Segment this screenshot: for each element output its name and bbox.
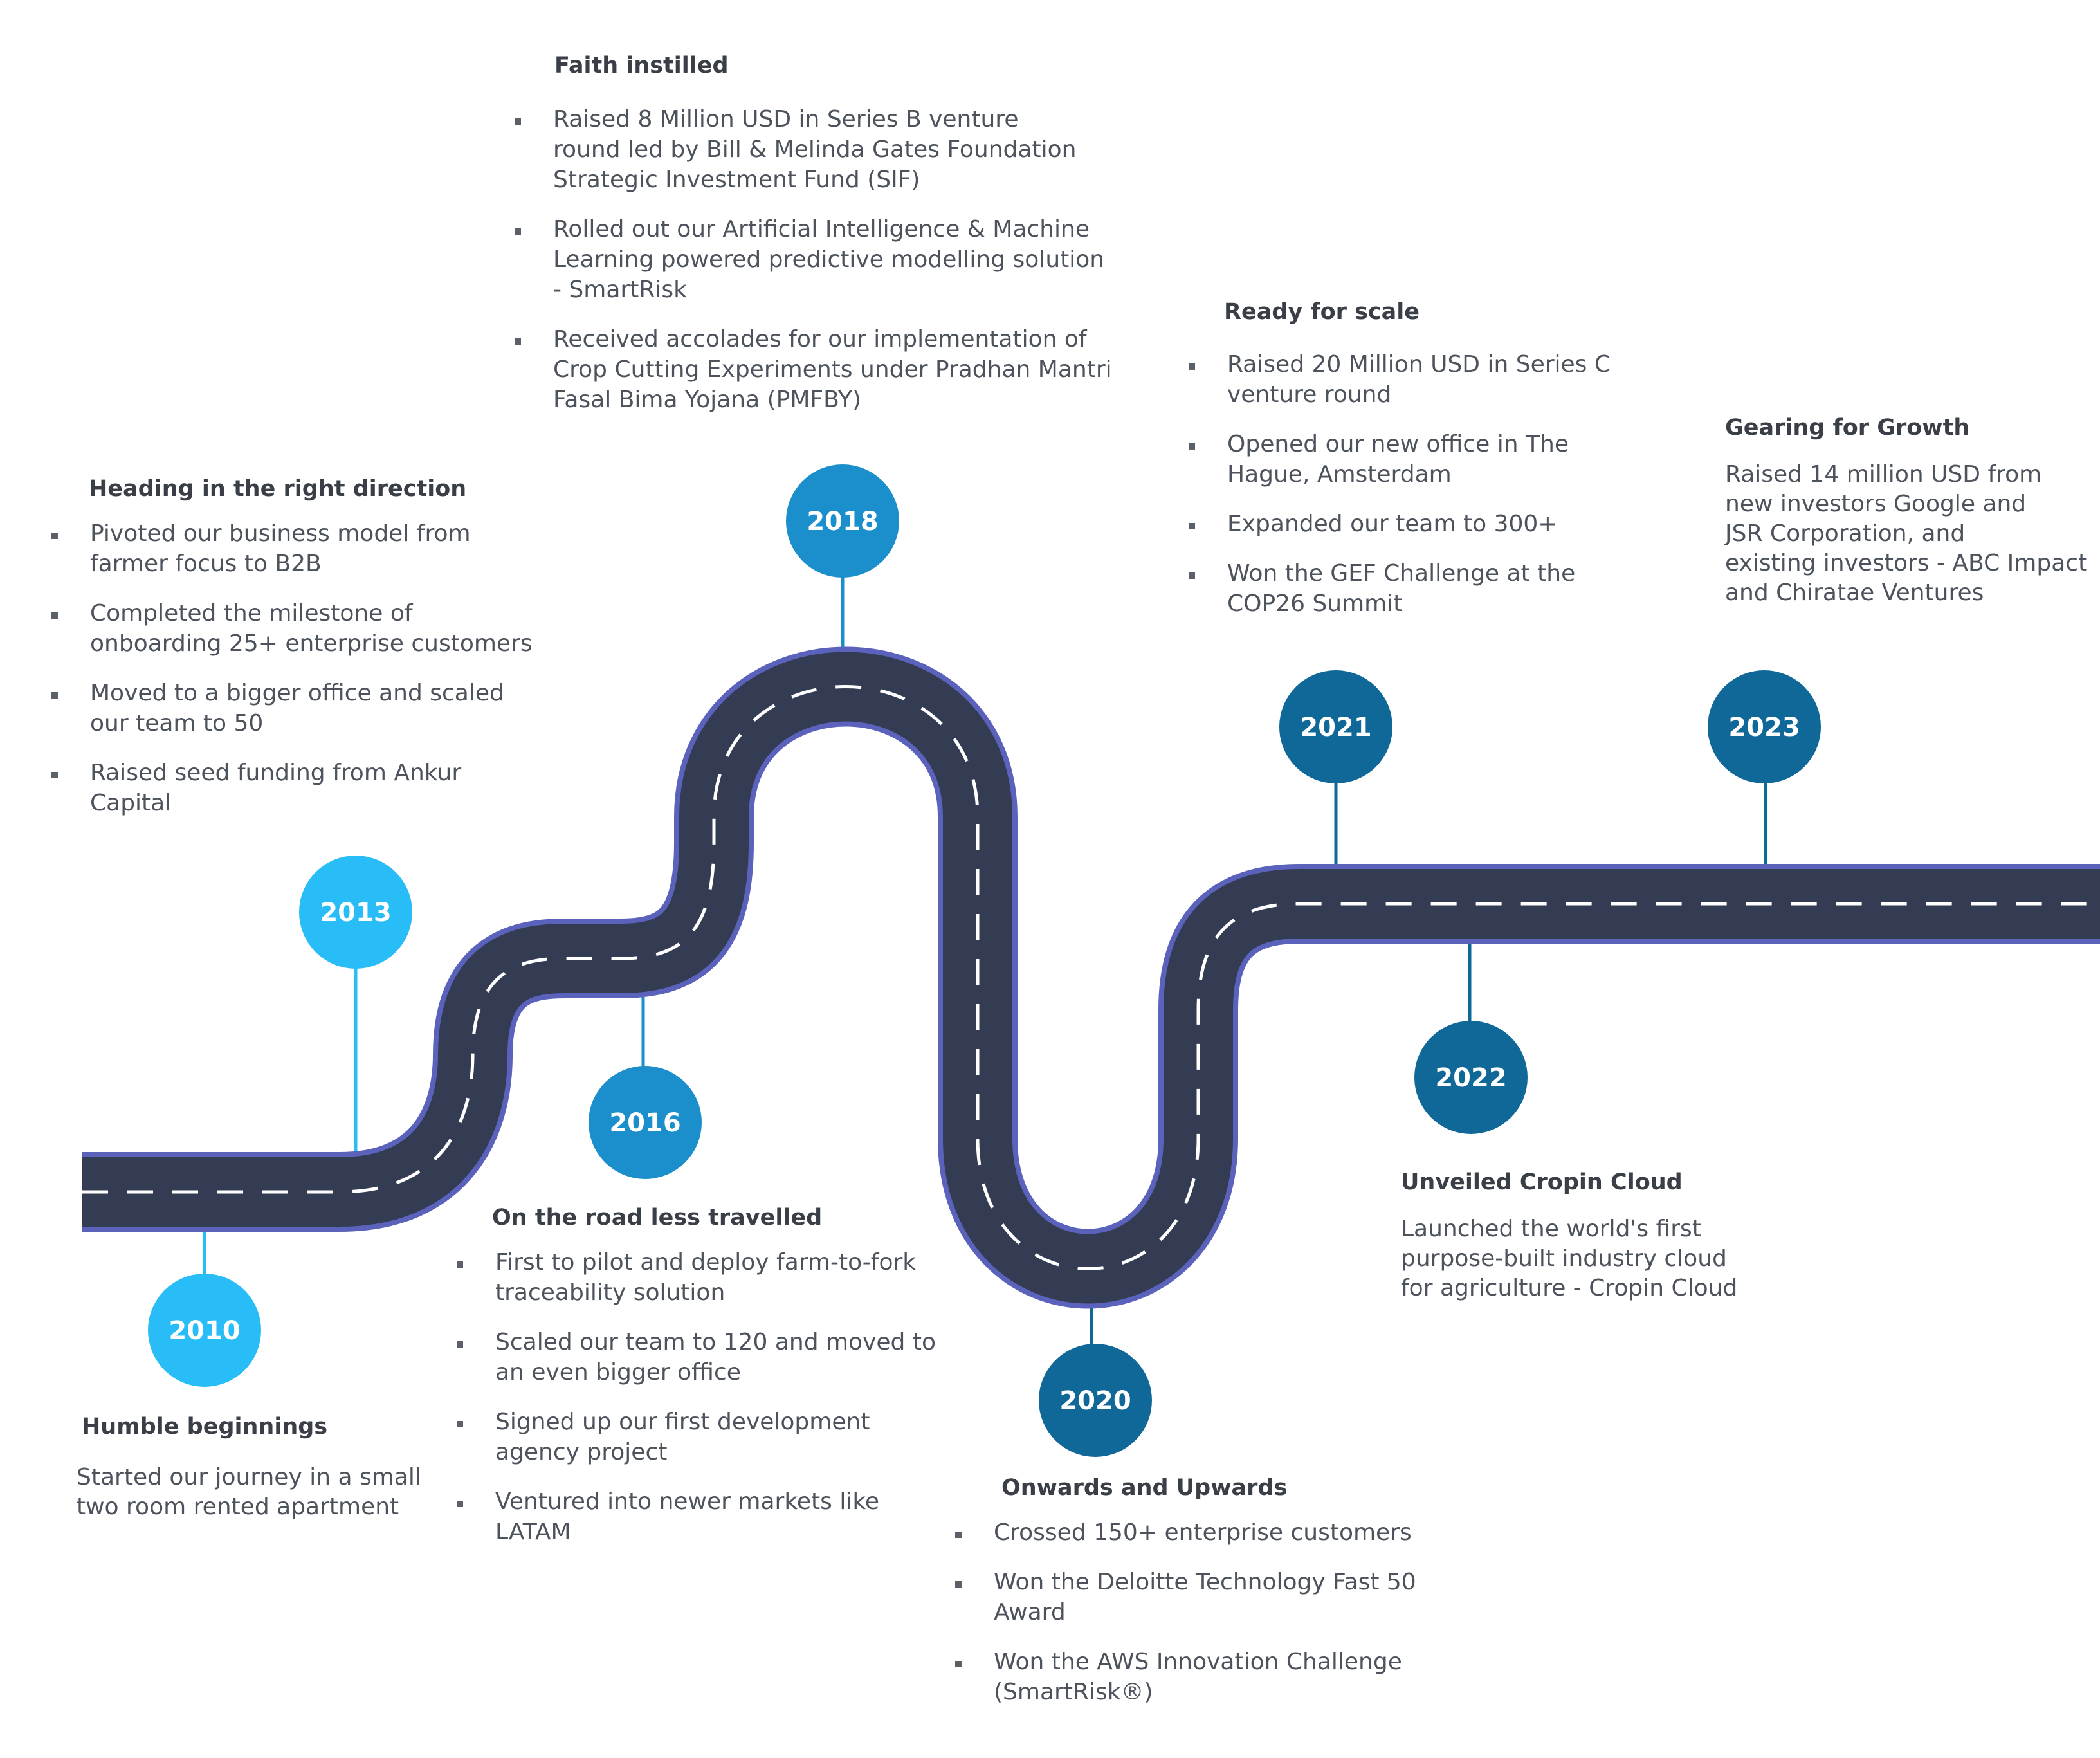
- milestone-list: Raised 20 Million USD in Series C ventur…: [1189, 349, 1611, 619]
- milestone-2022: Unveiled Cropin Cloud Launched the world…: [1401, 1169, 1737, 1303]
- list-item: First to pilot and deploy farm-to-fork t…: [457, 1247, 936, 1308]
- bullet-icon: [1189, 572, 1195, 579]
- milestone-title: Unveiled Cropin Cloud: [1401, 1169, 1683, 1195]
- year-badge-2018: 2018: [786, 464, 899, 578]
- list-item: Opened our new office in The Hague, Amst…: [1189, 429, 1611, 490]
- milestone-2021: Ready for scale Raised 20 Million USD in…: [1189, 299, 1611, 638]
- bullet-icon: [457, 1421, 463, 1427]
- milestone-title: Faith instilled: [554, 53, 729, 78]
- list-item: Raised 20 Million USD in Series C ventur…: [1189, 349, 1611, 410]
- milestone-description: Started our journey in a small two room …: [77, 1464, 421, 1520]
- list-item: Scaled our team to 120 and moved to an e…: [457, 1327, 936, 1387]
- bullet-icon: [457, 1261, 463, 1268]
- milestone-title: Gearing for Growth: [1725, 415, 1970, 441]
- milestone-list: Crossed 150+ enterprise customers Won th…: [955, 1517, 1416, 1707]
- road: [82, 646, 2100, 1309]
- milestone-2023: Gearing for Growth Raised 14 million USD…: [1725, 415, 2087, 608]
- year-text-2023: 2023: [1728, 713, 1800, 742]
- bullet-icon: [515, 338, 521, 345]
- milestone-list: First to pilot and deploy farm-to-fork t…: [457, 1247, 936, 1547]
- milestone-2010: Humble beginnings Started our journey in…: [77, 1414, 421, 1522]
- list-item: Raised 8 Million USD in Series B venture…: [515, 104, 1112, 195]
- bullet-icon: [51, 772, 58, 778]
- list-item: Signed up our first development agency p…: [457, 1407, 936, 1467]
- list-item: Won the GEF Challenge at the COP26 Summi…: [1189, 558, 1611, 619]
- bullet-icon: [1189, 443, 1195, 450]
- list-item: Pivoted our business model from farmer f…: [51, 518, 533, 579]
- bullet-icon: [51, 533, 58, 539]
- milestone-list: Pivoted our business model from farmer f…: [51, 518, 533, 818]
- year-text-2010: 2010: [169, 1316, 240, 1346]
- bullet-icon: [1189, 523, 1195, 529]
- milestone-2020: Onwards and Upwards Crossed 150+ enterpr…: [955, 1475, 1416, 1726]
- milestone-title: Onwards and Upwards: [1001, 1475, 1288, 1501]
- bullet-icon: [955, 1532, 962, 1538]
- bullet-icon: [515, 228, 521, 235]
- list-item: Completed the milestone of onboarding 25…: [51, 598, 533, 659]
- year-badge-2016: 2016: [589, 1066, 702, 1179]
- list-item: Received accolades for our implementatio…: [515, 324, 1112, 415]
- bullet-icon: [51, 692, 58, 699]
- milestone-title: On the road less travelled: [492, 1205, 823, 1231]
- year-text-2016: 2016: [609, 1108, 680, 1138]
- bullet-icon: [955, 1581, 962, 1588]
- bullet-icon: [515, 118, 521, 125]
- year-text-2020: 2020: [1059, 1386, 1131, 1416]
- year-text-2022: 2022: [1435, 1063, 1506, 1093]
- milestone-title: Heading in the right direction: [89, 476, 467, 502]
- list-item: Crossed 150+ enterprise customers: [955, 1517, 1416, 1548]
- year-circle-2023: [1708, 670, 1821, 783]
- year-badge-2023: 2023: [1708, 670, 1821, 783]
- road-surface: [82, 652, 2100, 1304]
- list-item: Won the Deloitte Technology Fast 50 Awar…: [955, 1567, 1416, 1627]
- bullet-icon: [457, 1341, 463, 1348]
- connector-lines: [203, 576, 1767, 1357]
- year-badge-2021: 2021: [1279, 670, 1392, 783]
- list-item: Ventured into newer markets like LATAM: [457, 1487, 936, 1547]
- year-circle-2016: [589, 1066, 702, 1179]
- milestone-description: Launched the world's first purpose-built…: [1401, 1216, 1738, 1301]
- bullet-icon: [1189, 363, 1195, 370]
- bullet-icon: [51, 612, 58, 619]
- list-item: Expanded our team to 300+: [1189, 509, 1611, 539]
- milestone-2018: Faith instilled Raised 8 Million USD in …: [515, 53, 1112, 434]
- list-item: Rolled out our Artificial Intelligence &…: [515, 214, 1112, 305]
- year-badge-2022: 2022: [1414, 1021, 1528, 1134]
- year-circle-2018: [786, 464, 899, 578]
- year-badge-2013: 2013: [299, 856, 412, 969]
- milestone-title: Humble beginnings: [82, 1414, 328, 1440]
- bullet-icon: [955, 1661, 962, 1667]
- year-circle-2021: [1279, 670, 1392, 783]
- year-text-2013: 2013: [320, 898, 391, 928]
- year-circle-2010: [148, 1274, 261, 1387]
- year-text-2018: 2018: [807, 507, 878, 536]
- year-circle-2020: [1039, 1344, 1152, 1457]
- milestone-title: Ready for scale: [1224, 299, 1420, 325]
- list-item: Won the AWS Innovation Challenge (SmartR…: [955, 1647, 1416, 1707]
- year-badge-2010: 2010: [148, 1274, 261, 1387]
- year-markers: 2010 2013 2016 2018 2020 2021 2022 2023: [148, 464, 1821, 1457]
- list-item: Moved to a bigger office and scaled our …: [51, 678, 533, 738]
- year-circle-2022: [1414, 1021, 1528, 1134]
- bullet-icon: [457, 1501, 463, 1507]
- year-badge-2020: 2020: [1039, 1344, 1152, 1457]
- milestone-description: Raised 14 million USD from new investors…: [1725, 461, 2088, 606]
- milestone-list: Raised 8 Million USD in Series B venture…: [515, 104, 1112, 415]
- milestone-2016: On the road less travelled First to pilo…: [457, 1205, 936, 1566]
- list-item: Raised seed funding from Ankur Capital: [51, 758, 533, 818]
- year-circle-2013: [299, 856, 412, 969]
- milestone-2013: Heading in the right direction Pivoted o…: [51, 476, 533, 838]
- year-text-2021: 2021: [1300, 713, 1371, 742]
